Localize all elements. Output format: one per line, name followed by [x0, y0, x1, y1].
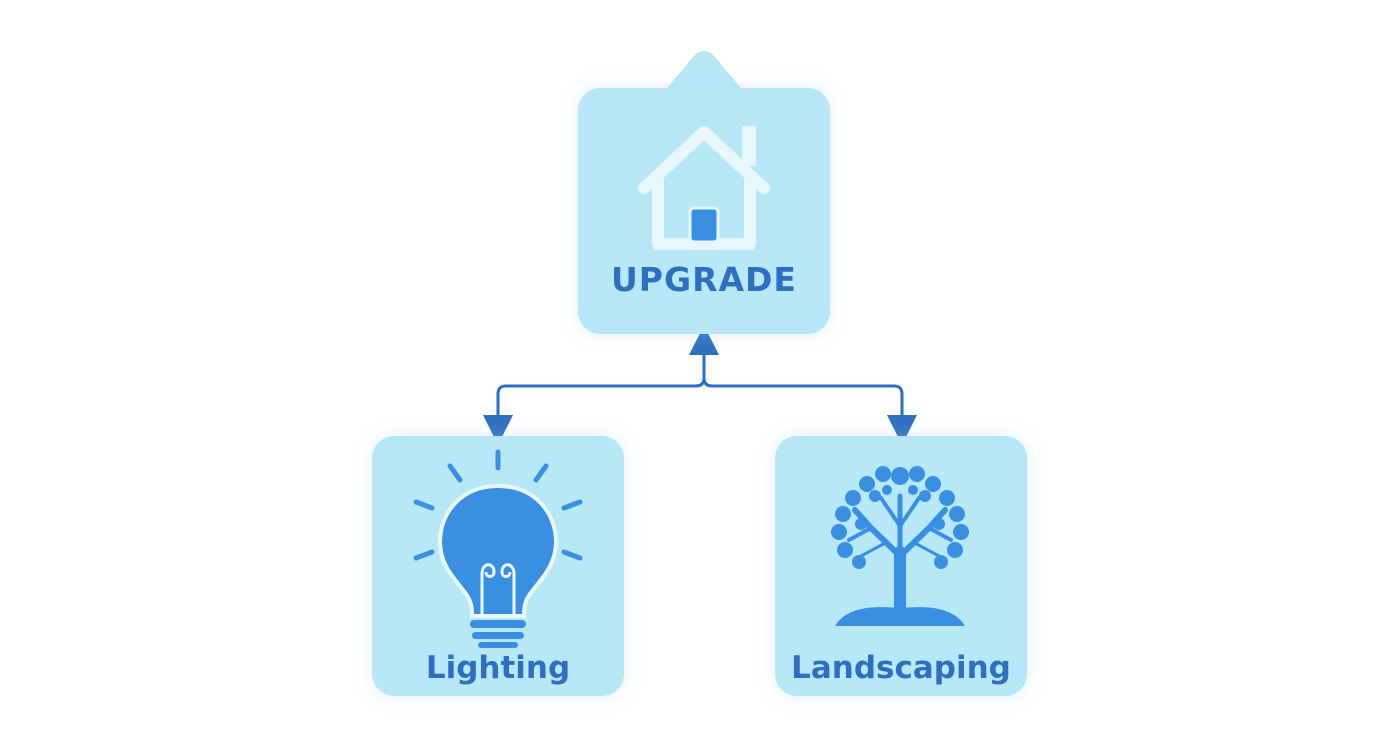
lightbulb-icon	[413, 449, 583, 648]
upgrade-label: UPGRADE	[611, 260, 797, 299]
landscaping-node: Landscaping	[775, 436, 1027, 696]
house-icon	[638, 126, 770, 250]
upgrade-node: UPGRADE	[578, 88, 830, 334]
landscaping-label: Landscaping	[791, 650, 1011, 686]
connector-to-lighting	[483, 377, 706, 445]
connector-to-landscaping	[702, 377, 917, 445]
lighting-label: Lighting	[425, 650, 571, 686]
lighting-node: Lighting	[372, 436, 624, 696]
tree-icon	[831, 466, 969, 626]
